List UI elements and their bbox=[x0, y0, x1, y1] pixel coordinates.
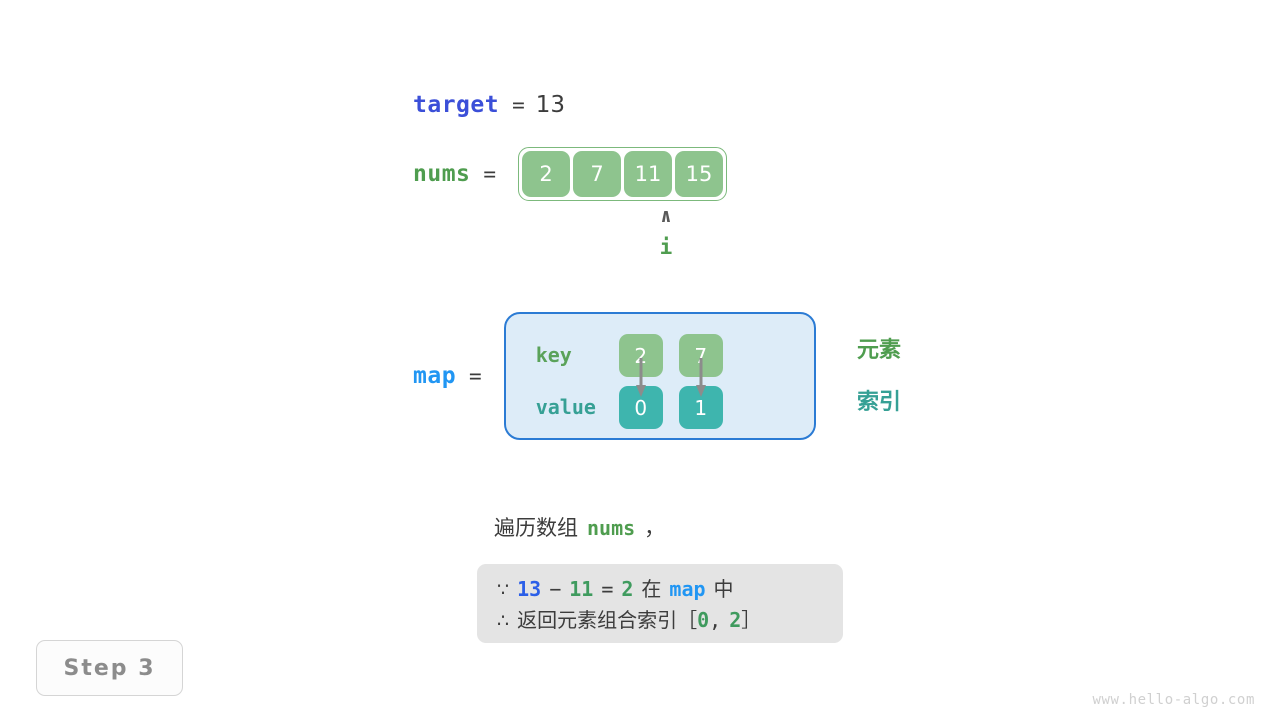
map-row-label-key: key bbox=[535, 343, 572, 367]
side-label-element: 元素 bbox=[857, 338, 902, 363]
map-side-labels: 元素 索引 bbox=[857, 312, 901, 440]
target-value: 13 bbox=[535, 92, 566, 118]
nums-array-container: 2 7 11 15 bbox=[518, 147, 728, 201]
conclusion-line-result: ∴ 返回元素组合索引 ［ 0 , 2 ］ bbox=[497, 605, 843, 636]
map-equals-sign: = bbox=[469, 364, 482, 388]
array-cell: 7 bbox=[573, 151, 622, 197]
down-arrow-icon bbox=[695, 358, 706, 397]
caption-line: 遍历数组 nums ， bbox=[494, 512, 665, 542]
array-cell: 11 bbox=[624, 151, 673, 197]
premise-target-value: 13 bbox=[517, 577, 542, 601]
premise-in-text: 在 bbox=[641, 577, 662, 601]
conclusion-line-premise: ∵ 13 − 11 = 2 在 map 中 bbox=[497, 574, 843, 605]
caption-suffix: ， bbox=[644, 516, 666, 540]
premise-current-value: 11 bbox=[569, 577, 594, 601]
result-bracket-close: ］ bbox=[741, 608, 762, 632]
target-var-name: target bbox=[413, 92, 500, 118]
nums-row: nums = 2 7 11 15 bbox=[413, 147, 728, 201]
array-cell: 2 bbox=[522, 151, 571, 197]
caret-up-icon: ∧ bbox=[660, 205, 672, 227]
premise-minus-sign: − bbox=[549, 577, 562, 601]
step-badge: Step 3 bbox=[36, 640, 183, 696]
therefore-symbol: ∴ bbox=[497, 610, 510, 632]
map-var-name: map bbox=[413, 363, 457, 389]
because-symbol: ∵ bbox=[497, 579, 510, 601]
result-text: 返回元素组合索引 bbox=[517, 608, 678, 632]
map-row-label-value: value bbox=[535, 395, 596, 419]
nums-equals-sign: = bbox=[483, 162, 497, 186]
result-index-0: 0 bbox=[697, 608, 710, 632]
result-comma: , bbox=[709, 608, 722, 632]
premise-complement-value: 2 bbox=[621, 577, 634, 601]
premise-tail-text: 中 bbox=[713, 577, 734, 601]
pointer-label-i: i bbox=[659, 235, 673, 259]
down-arrow-icon bbox=[635, 358, 646, 397]
caption-code-nums: nums bbox=[587, 516, 636, 540]
map-value-cell: 0 bbox=[618, 386, 663, 429]
watermark: www.hello-algo.com bbox=[1092, 692, 1255, 708]
target-equals-sign: = bbox=[512, 93, 525, 117]
map-container: key value 2 7 0 1 bbox=[503, 312, 816, 440]
index-pointer-group: ∧ i bbox=[639, 206, 693, 262]
caption-prefix: 遍历数组 bbox=[494, 516, 578, 540]
map-row: map = key value 2 7 0 1 bbox=[413, 312, 816, 440]
map-value-cell: 1 bbox=[678, 386, 723, 429]
result-bracket-open: ［ bbox=[677, 608, 698, 632]
nums-var-name: nums bbox=[413, 161, 471, 187]
target-row: target = 13 bbox=[413, 92, 565, 126]
conclusion-box: ∵ 13 − 11 = 2 在 map 中 ∴ 返回元素组合索引 ［ 0 , 2… bbox=[477, 564, 843, 643]
premise-equals-sign: = bbox=[601, 577, 614, 601]
step-badge-label: Step 3 bbox=[63, 655, 156, 681]
array-cell: 15 bbox=[675, 151, 724, 197]
side-label-index: 索引 bbox=[857, 390, 902, 415]
result-index-1: 2 bbox=[729, 608, 742, 632]
premise-map-word: map bbox=[669, 577, 706, 601]
